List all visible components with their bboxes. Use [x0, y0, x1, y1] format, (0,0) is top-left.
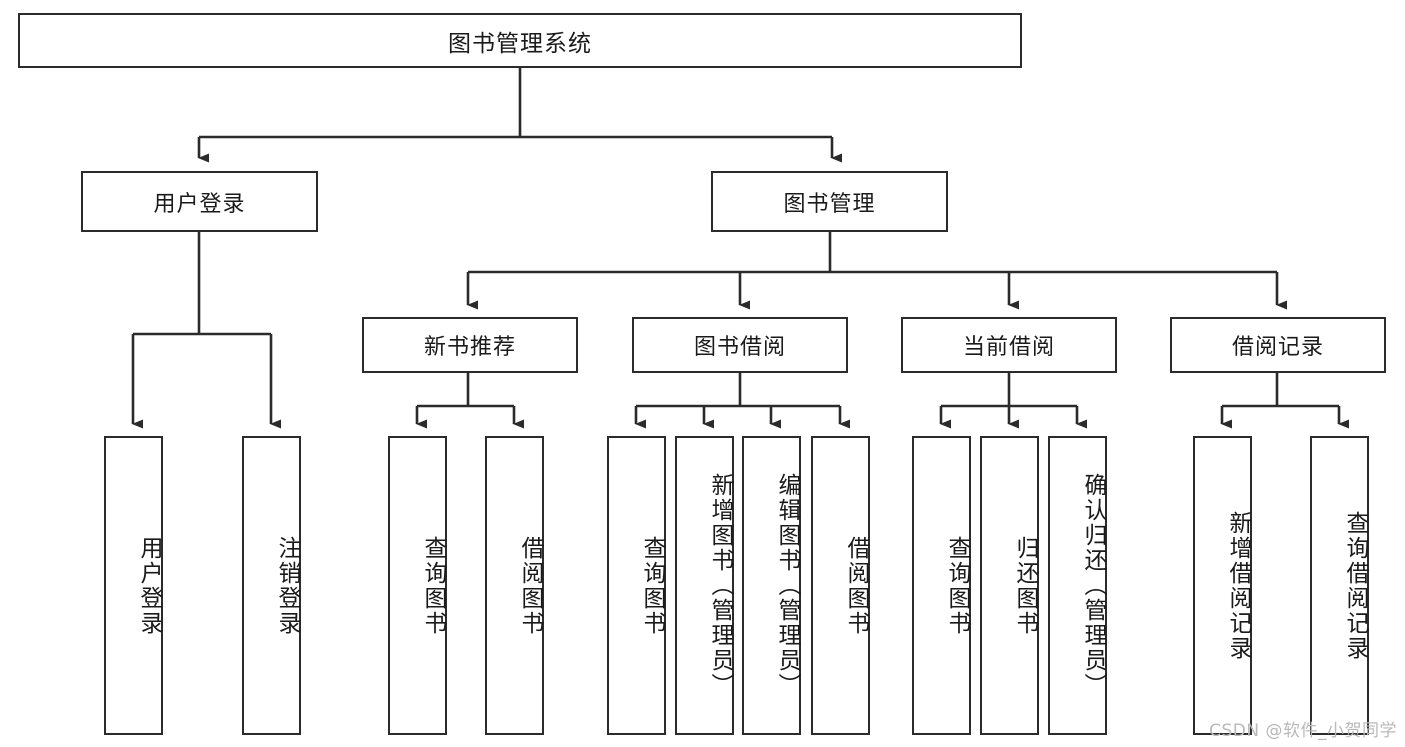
node-label: 用户登录: [136, 535, 162, 636]
leaf-return-book[interactable]: 归还图书: [980, 436, 1039, 735]
node-label: 新增借阅记录: [1225, 510, 1251, 661]
node-label: 图书管理: [783, 191, 876, 217]
node-label: 新增图书（管理员）: [707, 473, 733, 698]
node-label: 归还图书: [1012, 535, 1038, 636]
node-book-management[interactable]: 图书管理: [711, 171, 948, 232]
leaf-query-book-current[interactable]: 查询图书: [912, 436, 971, 735]
leaf-logout-login[interactable]: 注销登录: [242, 436, 301, 735]
leaf-query-borrow-record[interactable]: 查询借阅记录: [1310, 436, 1369, 735]
leaf-query-book-borrow[interactable]: 查询图书: [607, 436, 666, 735]
leaf-add-borrow-record[interactable]: 新增借阅记录: [1193, 436, 1252, 735]
node-label: 查询图书: [420, 535, 446, 636]
node-label: 查询借阅记录: [1342, 510, 1368, 661]
leaf-edit-book-admin[interactable]: 编辑图书（管理员）: [742, 436, 801, 735]
node-user-login[interactable]: 用户登录: [81, 171, 318, 232]
node-label: 借阅图书: [843, 535, 869, 636]
node-label: 新书推荐: [423, 335, 516, 360]
node-book-borrow[interactable]: 图书借阅: [632, 317, 848, 373]
node-new-book-recommend[interactable]: 新书推荐: [362, 317, 578, 373]
node-label: 当前借阅: [962, 335, 1055, 360]
node-label: 图书管理系统: [448, 30, 592, 57]
leaf-borrow-book[interactable]: 借阅图书: [811, 436, 870, 735]
leaf-query-book-recommend[interactable]: 查询图书: [388, 436, 447, 735]
node-label: 确认归还（管理员）: [1080, 473, 1106, 698]
leaf-borrow-book-recommend[interactable]: 借阅图书: [485, 436, 544, 735]
node-current-borrow[interactable]: 当前借阅: [901, 317, 1117, 373]
node-label: 注销登录: [274, 535, 300, 636]
node-label: 借阅图书: [517, 535, 543, 636]
leaf-user-login[interactable]: 用户登录: [104, 436, 163, 735]
node-label: 查询图书: [944, 535, 970, 636]
leaf-confirm-return-admin[interactable]: 确认归还（管理员）: [1048, 436, 1107, 735]
node-label: 图书借阅: [693, 335, 786, 360]
leaf-add-book-admin[interactable]: 新增图书（管理员）: [675, 436, 734, 735]
node-label: 查询图书: [639, 535, 665, 636]
node-label: 用户登录: [153, 191, 246, 217]
node-label: 借阅记录: [1231, 335, 1324, 360]
node-root-book-management-system[interactable]: 图书管理系统: [18, 13, 1022, 68]
node-label: 编辑图书（管理员）: [774, 473, 800, 698]
csdn-watermark: CSDN @软件_小贺同学: [1209, 721, 1397, 741]
node-borrow-record[interactable]: 借阅记录: [1170, 317, 1386, 373]
